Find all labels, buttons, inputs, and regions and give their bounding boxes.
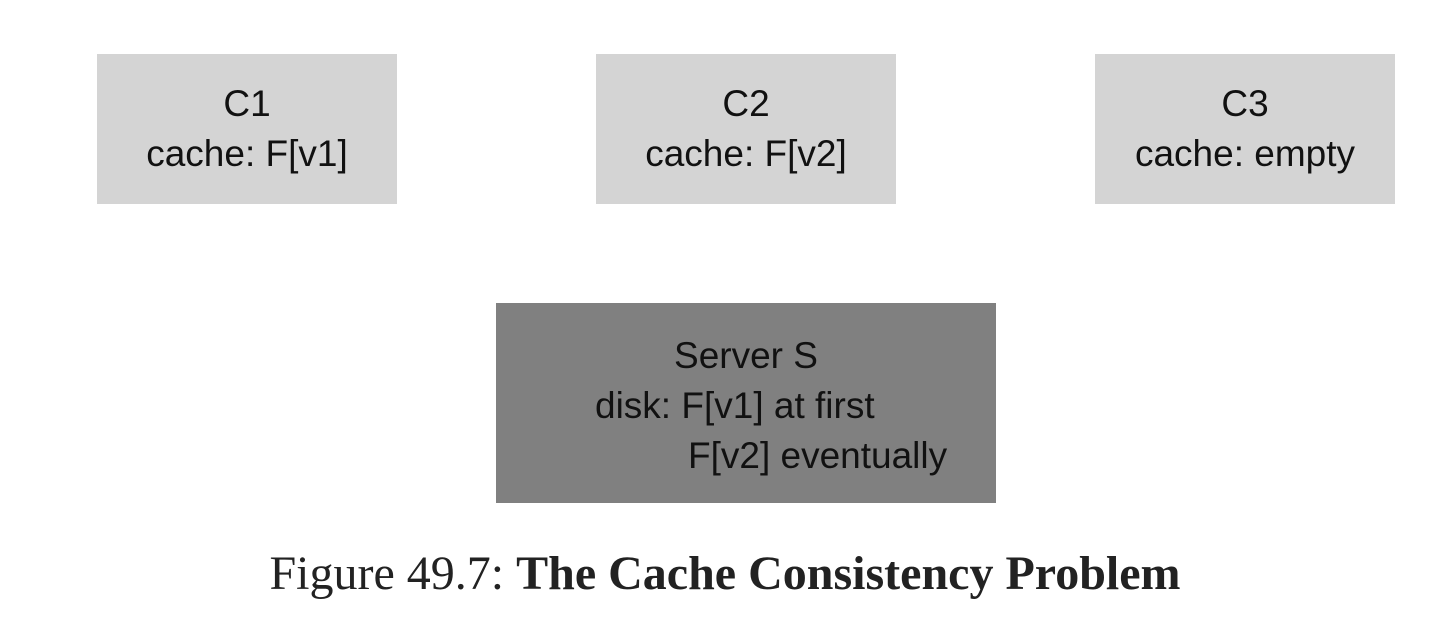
client-c3-box: C3 cache: empty xyxy=(1095,54,1395,204)
figure-caption: Figure 49.7: The Cache Consistency Probl… xyxy=(0,542,1450,606)
server-disk-first: disk: F[v1] at first xyxy=(595,385,875,426)
client-cache: cache: F[v2] xyxy=(645,133,847,174)
server-name: Server S xyxy=(674,335,818,376)
client-cache: cache: empty xyxy=(1134,133,1356,174)
client-c2-box: C2 cache: F[v2] xyxy=(596,54,896,204)
server-disk-eventual: F[v2] eventually xyxy=(688,435,948,476)
client-c1-box: C1 cache: F[v1] xyxy=(97,54,397,204)
client-cache: cache: F[v1] xyxy=(146,133,348,174)
client-name: C2 xyxy=(722,83,770,124)
client-name: C3 xyxy=(1221,83,1269,124)
client-name: C1 xyxy=(223,83,271,124)
caption-title: The Cache Consistency Problem xyxy=(516,547,1181,600)
server-box: Server S disk: F[v1] at first F[v2] even… xyxy=(496,303,996,503)
caption-label: Figure 49.7: xyxy=(269,547,505,600)
